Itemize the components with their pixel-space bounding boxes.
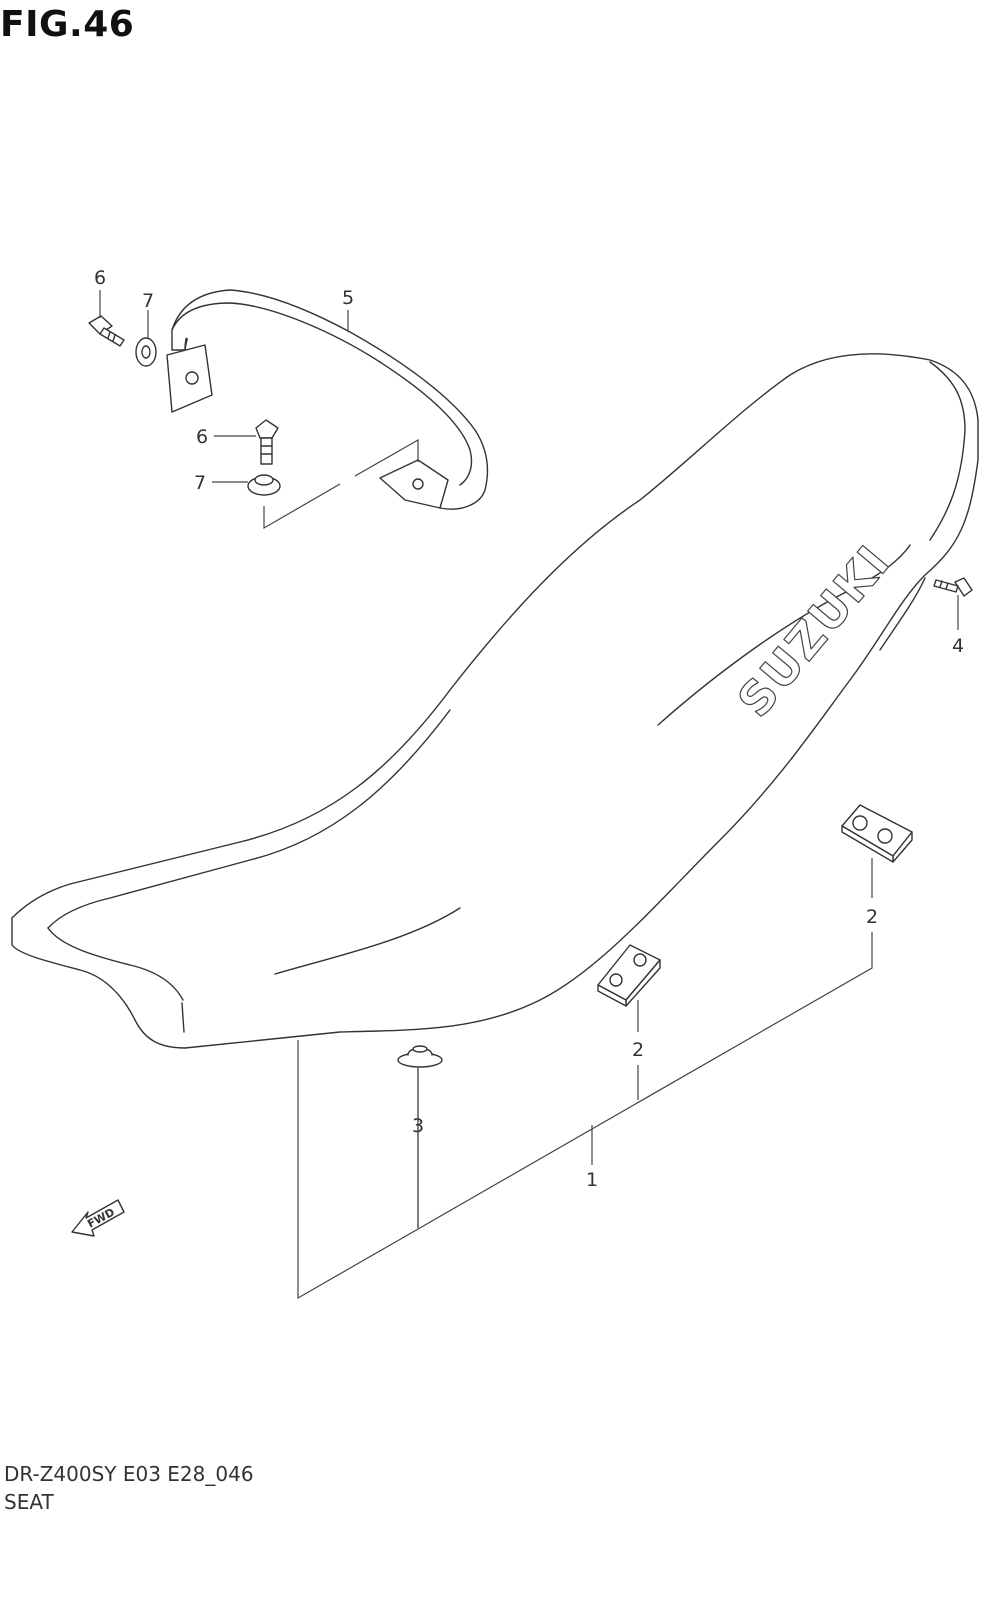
callout-3: 3: [412, 1115, 424, 1137]
cushion-2-rear: [841, 804, 913, 863]
seat-rear-side-line: [657, 544, 911, 726]
seat-side-panel-line: [274, 907, 461, 975]
seat-strap: [166, 289, 489, 510]
callout-5: 5: [342, 287, 354, 309]
figure-title: FIG.46: [0, 4, 135, 45]
strap-front-hole: [185, 371, 199, 385]
model-code: DR-Z400SY E03 E28_046: [4, 1462, 254, 1486]
seat-rear-upper-line: [929, 361, 966, 541]
callout-2-front: 2: [632, 1039, 644, 1061]
strap-outer-edge: [171, 302, 473, 486]
grommet-3: [397, 1045, 443, 1068]
seat-outline: [11, 353, 979, 1049]
callout-6-upper: 6: [94, 267, 106, 289]
washer-7-lower: [247, 474, 281, 496]
strap-rear-hole: [412, 478, 424, 490]
seat-assembly: [11, 353, 979, 1049]
cushion-2-front: [597, 944, 661, 1007]
seat-side-crease: [47, 927, 184, 1001]
bolt-6-upper: [88, 315, 125, 347]
fwd-arrow-icon: [71, 1199, 125, 1237]
callout-4: 4: [952, 635, 964, 657]
callout-7-upper: 7: [142, 290, 154, 312]
callout-2-rear: 2: [866, 906, 878, 928]
washer-7-upper: [135, 337, 157, 367]
seat-top-contour: [47, 709, 451, 929]
seat-base-edge: [879, 577, 926, 651]
callout-7-lower: 7: [194, 472, 206, 494]
seat-front-crease: [181, 1002, 185, 1033]
figure-caption: SEAT: [4, 1490, 54, 1514]
bolt-6-lower: [255, 419, 279, 465]
bolt-4: [933, 577, 973, 597]
callout-1: 1: [586, 1169, 598, 1191]
callout-6-lower: 6: [196, 426, 208, 448]
leader-lines: [99, 290, 959, 1300]
